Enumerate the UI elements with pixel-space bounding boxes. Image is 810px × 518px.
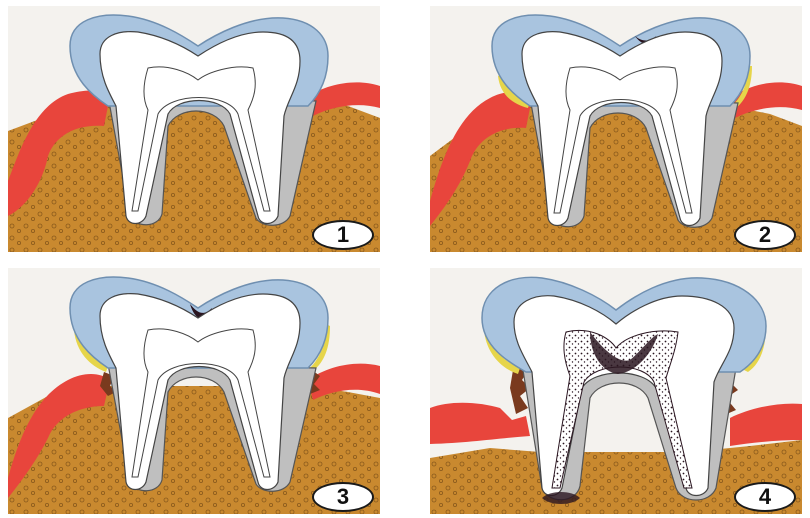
stage-number-badge-3: 3	[312, 482, 374, 512]
stage-number-badge-4: 4	[734, 482, 796, 512]
tooth-illustration-1	[8, 6, 380, 252]
tooth-illustration-2	[430, 6, 802, 252]
panel-3-early-periodontitis-tooth: 3	[8, 268, 380, 514]
panel-1-healthy-tooth: 1	[8, 6, 380, 252]
gum-right	[730, 404, 802, 446]
stage-number-badge-2: 2	[734, 220, 796, 250]
panel-2-gingivitis-tooth: 2	[430, 6, 802, 252]
tooth-illustration-3	[8, 268, 380, 514]
panel-4-advanced-periodontitis-tooth: 4	[430, 268, 802, 514]
stage-number-badge-1: 1	[312, 220, 374, 250]
tooth-illustration-4	[430, 268, 802, 514]
